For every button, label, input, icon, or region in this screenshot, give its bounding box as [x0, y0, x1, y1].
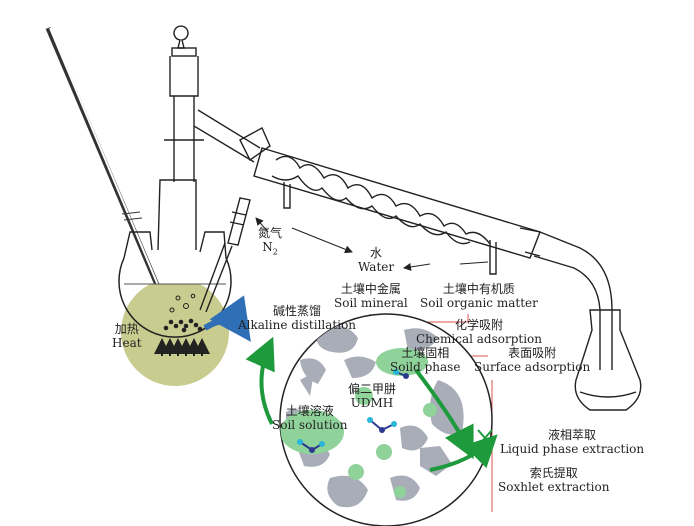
soil-phase-label-zh: 土壤固相	[401, 346, 450, 360]
soil-organic-matter-label: 土壤中有机质 Soil organic matter	[420, 282, 538, 310]
soil-phase-label-en: Soild phase	[390, 360, 461, 374]
soil-phase-label: 土壤固相 Soild phase	[390, 346, 460, 374]
chemical-adsorption-label-zh: 化学吸附	[455, 318, 504, 332]
soil-solution-label-en: Soil solution	[272, 418, 348, 432]
surface-adsorption-label-en: Surface adsorption	[474, 360, 591, 374]
cross-mark	[477, 429, 493, 447]
annotation-arrows	[255, 217, 489, 271]
nitrogen-label: 氮气 N2	[258, 226, 282, 259]
nitrogen-label-en: N2	[262, 240, 278, 257]
liquid-phase-extraction-label-en: Liquid phase extraction	[500, 442, 645, 456]
chemical-adsorption-label: 化学吸附 Chemical adsorption	[416, 318, 542, 346]
alkaline-distillation-label: 碱性蒸馏 Alkaline distillation	[238, 304, 356, 332]
water-label: 水 Water	[358, 246, 394, 274]
thermometer	[45, 27, 163, 293]
soxhlet-extraction-label-en: Soxhlet extraction	[498, 480, 610, 494]
alkaline-distillation-label-en: Alkaline distillation	[238, 318, 357, 332]
chemical-adsorption-label-en: Chemical adsorption	[416, 332, 543, 346]
process-arrows	[245, 336, 498, 472]
water-label-en: Water	[358, 260, 395, 274]
udmh-molecules	[297, 369, 409, 453]
soil-solution-label-zh: 土壤溶液	[285, 404, 334, 418]
water-label-zh: 水	[370, 246, 383, 260]
liquid-phase-extraction-label: 液相萃取 Liquid phase extraction	[500, 428, 644, 456]
heat-label-zh: 加热	[114, 322, 139, 336]
soil-mineral-label-en: Soil mineral	[334, 296, 408, 310]
soil-organic-matter-label-zh: 土壤中有机质	[442, 282, 515, 296]
liquid-phase-extraction-label-zh: 液相萃取	[548, 428, 597, 442]
condenser	[239, 127, 541, 275]
soil-mineral-label-zh: 土壤中金属	[340, 282, 401, 296]
receiver	[533, 231, 642, 411]
heat-arrows	[154, 338, 210, 356]
heat-label: 加热 Heat	[112, 322, 142, 350]
soil-circle	[279, 313, 493, 526]
soxhlet-extraction-label: 索氏提取 Soxhlet extraction	[498, 466, 609, 494]
nitrogen-label-zh: 氮气	[258, 226, 283, 240]
alkaline-distillation-label-zh: 碱性蒸馏	[273, 304, 322, 318]
soil-organic-matter-label-en: Soil organic matter	[420, 296, 538, 310]
distillation-arrow	[203, 295, 251, 342]
soxhlet-extraction-label-zh: 索氏提取	[529, 466, 578, 480]
udmh-label-en: UDMH	[350, 396, 394, 410]
heat-label-en: Heat	[112, 336, 142, 350]
soil-mineral-label: 土壤中金属 Soil mineral	[334, 282, 408, 310]
soil-solution-label: 土壤溶液 Soil solution	[272, 404, 348, 432]
udmh-label-zh: 偏二甲肼	[348, 382, 397, 396]
udmh-label: 偏二甲肼 UDMH	[348, 382, 396, 410]
still-head	[164, 25, 261, 182]
surface-adsorption-label-zh: 表面吸附	[508, 346, 557, 360]
surface-adsorption-label: 表面吸附 Surface adsorption	[474, 346, 590, 374]
